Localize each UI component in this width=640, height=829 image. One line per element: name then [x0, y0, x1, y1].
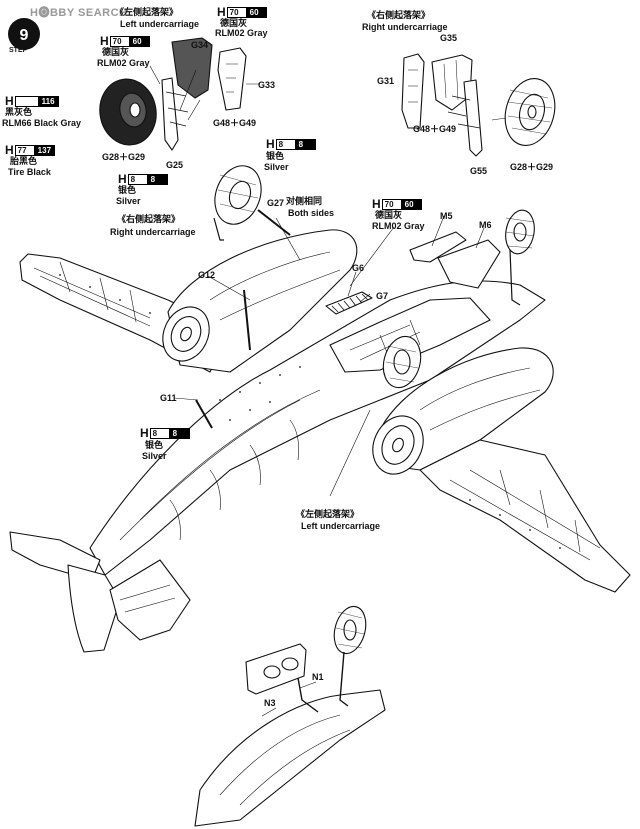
- left-engine-nacelle: [167, 229, 358, 373]
- color-cn-a: 德国灰: [220, 18, 248, 28]
- color-tire-en: Tire Black: [8, 167, 51, 177]
- door-g31: [401, 53, 425, 129]
- door-n3: [245, 643, 307, 695]
- rod-g11: [195, 399, 213, 429]
- aircraft-main: [9, 229, 631, 653]
- part-g27: G27: [267, 198, 285, 208]
- door-m5: [409, 231, 467, 263]
- label-right-uc-top-en: Right undercarriage: [362, 22, 448, 32]
- color-black-gray-cn: 黑灰色: [5, 107, 33, 117]
- color-silver-en-b: Silver: [264, 162, 289, 172]
- color-silver-en-c: Silver: [142, 451, 167, 461]
- part-g28g29-a: G28＋G29: [102, 152, 146, 162]
- vertical-fin: [67, 564, 121, 653]
- label-right-uc-top-cn: 《右侧起落架》: [367, 10, 431, 20]
- nose-gear-detail: [194, 605, 386, 827]
- color-en-a: RLM02 Gray: [215, 28, 268, 38]
- grille-g6-g7: [325, 291, 373, 315]
- label-left-uc-top-en: Left undercarriage: [120, 19, 200, 29]
- label-left-uc-mid-en: Left undercarriage: [301, 521, 381, 531]
- part-m6: M6: [479, 220, 492, 230]
- wheel-right-nacelle: [382, 209, 535, 389]
- label-both-sides-cn: 对侧相同: [286, 196, 323, 206]
- color-silver-en-a: Silver: [116, 196, 141, 206]
- part-n1: N1: [312, 672, 324, 682]
- color-black-gray-en: RLM66 Black Gray: [2, 118, 82, 128]
- step-label: STEP: [9, 47, 28, 54]
- label-left-uc-mid-cn: 《左侧起落架》: [296, 509, 360, 519]
- label-right-uc-mid-en: Right undercarriage: [110, 227, 196, 237]
- part-g6: G6: [352, 263, 365, 273]
- color-cn-b: 德国灰: [102, 47, 130, 57]
- door-m6: [437, 239, 501, 289]
- color-silver-cn-a: 银色: [118, 185, 137, 195]
- color-silver-cn-c: 银色: [145, 440, 164, 450]
- strut-g25: [161, 77, 179, 151]
- part-g7: G7: [376, 291, 389, 301]
- fuselage: [89, 280, 546, 576]
- part-g35: G35: [440, 33, 458, 43]
- right-stabilizer: [109, 559, 191, 641]
- label-right-uc-mid-cn: 《右侧起落架》: [117, 214, 181, 224]
- rod-n1: [297, 677, 319, 713]
- color-cn-c: 德国灰: [375, 210, 403, 220]
- part-m5: M5: [440, 211, 453, 221]
- color-en-c: RLM02 Gray: [372, 221, 425, 231]
- part-g28g29-b: G28＋G29: [510, 162, 554, 172]
- watermark: H🅞BBY SEARCH: [30, 7, 128, 19]
- part-g12: G12: [198, 270, 216, 280]
- strut-g55: [463, 79, 483, 157]
- left-undercarriage-detail: [99, 37, 260, 151]
- part-g55: G55: [470, 166, 488, 176]
- color-en-b: RLM02 Gray: [97, 58, 150, 68]
- step-number: 9: [20, 27, 29, 44]
- part-g34: G34: [191, 40, 209, 50]
- part-g11: G11: [160, 393, 177, 403]
- cockpit-opening: [329, 297, 491, 373]
- color-tire-cn: 胎黑色: [10, 156, 38, 166]
- right-undercarriage-detail: [401, 53, 556, 157]
- step-badge: 9: [8, 18, 40, 50]
- part-n3: N3: [264, 698, 276, 708]
- wheel-right-top: [504, 78, 556, 146]
- part-g48g49-a: G48＋G49: [213, 118, 257, 128]
- part-g25: G25: [166, 160, 184, 170]
- label-both-sides-en: Both sides: [288, 208, 335, 218]
- color-silver-cn-b: 银色: [266, 151, 285, 161]
- part-g48g49-b: G48＋G49: [413, 124, 457, 134]
- wheel-silver-mid: [213, 165, 291, 241]
- part-g33: G33: [258, 80, 276, 90]
- part-g31: G31: [377, 76, 395, 86]
- rod-g12: [243, 289, 251, 351]
- door-g33: [217, 47, 247, 111]
- right-wing: [419, 439, 631, 593]
- label-left-uc-top-cn: 《左侧起落架》: [115, 7, 179, 17]
- door-g34: [171, 37, 213, 99]
